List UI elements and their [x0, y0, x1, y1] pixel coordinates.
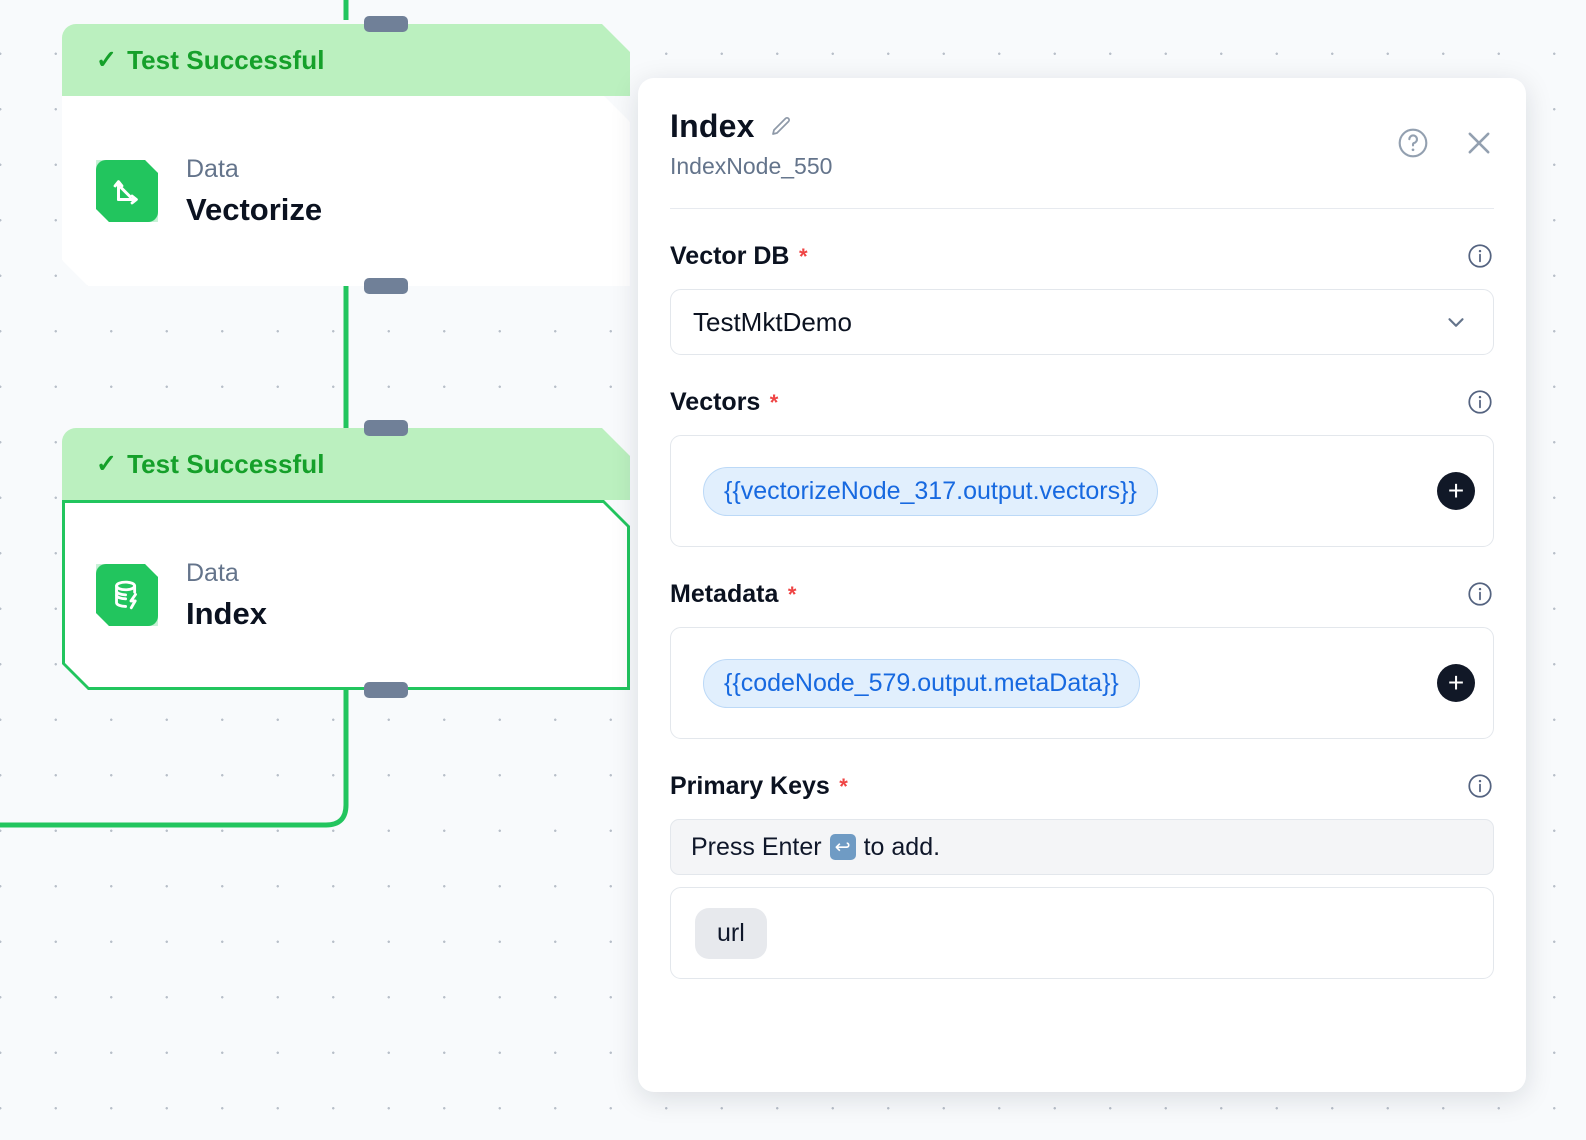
node-config-panel[interactable]: Index IndexNode_550 — [638, 78, 1526, 1092]
primary-keys-tag-list[interactable]: url — [670, 887, 1494, 979]
node-handle-top[interactable] — [364, 16, 408, 32]
chevron-down-icon[interactable] — [1443, 309, 1469, 335]
metadata-token-box[interactable]: {{codeNode_579.output.metaData}} + — [670, 627, 1494, 739]
primary-keys-input[interactable]: Press Enter ↩ to add. — [670, 819, 1494, 875]
vector-db-value: TestMktDemo — [693, 306, 852, 337]
field-metadata: Metadata * {{codeNode_579.output.metaDat… — [638, 577, 1526, 739]
page-title: Index — [670, 108, 755, 144]
pencil-icon[interactable] — [769, 115, 793, 139]
node-handle-top[interactable] — [364, 420, 408, 436]
header-divider — [670, 208, 1494, 209]
check-icon: ✓ — [96, 450, 118, 478]
info-icon[interactable] — [1466, 242, 1494, 270]
info-icon[interactable] — [1466, 580, 1494, 608]
help-circle-icon[interactable] — [1396, 126, 1430, 160]
node-card[interactable]: Data Vectorize — [62, 96, 630, 286]
field-label: Metadata — [670, 579, 779, 608]
plus-icon[interactable]: + — [1437, 472, 1475, 510]
field-label: Vectors — [670, 387, 761, 416]
panel-header: Index IndexNode_550 — [638, 78, 1526, 180]
close-icon[interactable] — [1462, 126, 1496, 160]
node-handle-bottom[interactable] — [364, 278, 408, 294]
node-index[interactable]: ✓ Test Successful Data Index — [62, 420, 630, 698]
edge-index-outgoing — [0, 672, 349, 828]
expression-token[interactable]: {{codeNode_579.output.metaData}} — [703, 658, 1140, 708]
node-status-label: Test Successful — [127, 448, 325, 479]
vectors-token-box[interactable]: {{vectorizeNode_317.output.vectors}} + — [670, 435, 1494, 547]
node-card[interactable]: Data Index — [62, 500, 630, 690]
node-vectorize[interactable]: ✓ Test Successful Data Vectorize — [62, 16, 630, 294]
placeholder-text-before: Press Enter — [691, 832, 822, 861]
node-handle-bottom[interactable] — [364, 682, 408, 698]
info-icon[interactable] — [1466, 388, 1494, 416]
node-kind-label: Data — [186, 155, 239, 184]
node-title-label: Vectorize — [186, 191, 323, 227]
node-status-banner: ✓ Test Successful — [62, 24, 630, 96]
required-marker: * — [798, 243, 808, 269]
node-kind-label: Data — [186, 559, 239, 588]
node-id-label: IndexNode_550 — [670, 153, 833, 179]
node-title-label: Index — [186, 595, 267, 631]
field-vector-db: Vector DB * TestMktDemo — [638, 239, 1526, 355]
info-icon[interactable] — [1466, 772, 1494, 800]
field-label: Primary Keys — [670, 771, 830, 800]
placeholder-text-after: to add. — [863, 832, 941, 861]
required-marker: * — [839, 773, 848, 799]
vector-db-select[interactable]: TestMktDemo — [670, 289, 1494, 355]
expression-token[interactable]: {{vectorizeNode_317.output.vectors}} — [703, 466, 1158, 516]
check-icon: ✓ — [96, 46, 118, 74]
required-marker: * — [787, 581, 797, 607]
database-bolt-icon — [96, 564, 158, 626]
plus-icon[interactable]: + — [1437, 664, 1475, 702]
node-status-label: Test Successful — [127, 44, 325, 75]
vector-axes-icon — [96, 160, 158, 222]
field-label: Vector DB — [670, 241, 790, 270]
field-vectors: Vectors * {{vectorizeNode_317.output.vec… — [638, 385, 1526, 547]
field-primary-keys: Primary Keys * Press Enter ↩ to add. url — [638, 769, 1526, 979]
enter-key-icon: ↩ — [829, 834, 856, 860]
required-marker: * — [769, 389, 779, 415]
node-status-banner: ✓ Test Successful — [62, 428, 630, 500]
primary-key-tag[interactable]: url — [695, 907, 767, 959]
